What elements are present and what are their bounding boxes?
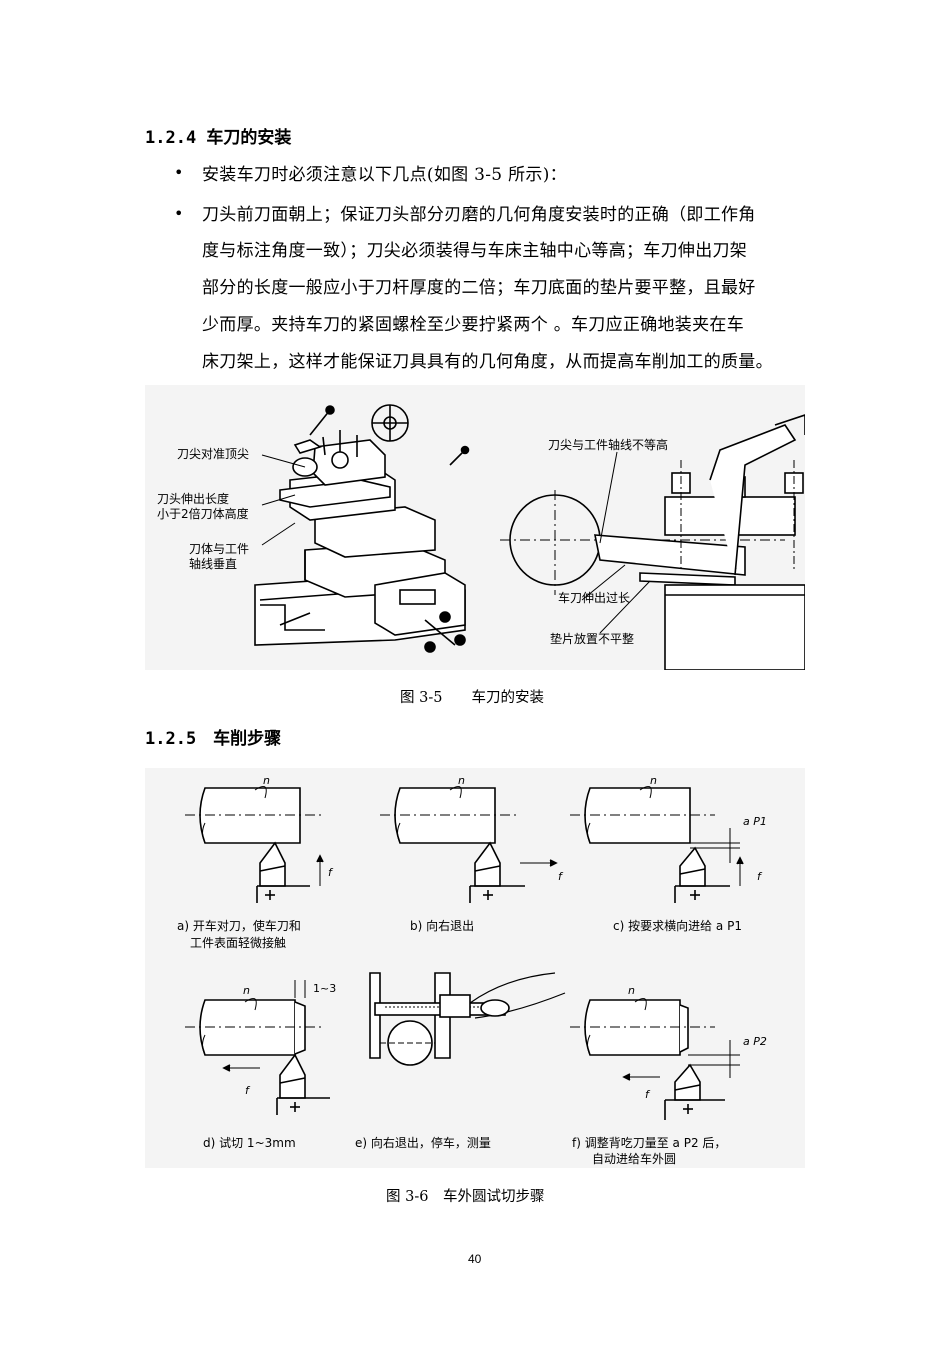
label-shim: 垫片放置不平整 [550, 631, 634, 646]
tool-installation-illustration: 刀尖对准顶尖 刀头伸出长度 小于2倍刀体高度 刀体与工件 轴线垂直 [157, 404, 806, 671]
label-tip-center: 刀尖对准顶尖 [177, 447, 249, 461]
symbol-n: n [243, 984, 250, 997]
label-too-long: 车刀伸出过长 [558, 590, 630, 605]
label-overhang-1: 刀头伸出长度 [157, 491, 229, 506]
bullet-2-line: 刀头前刀面朝上；保证刀头部分刃磨的几何角度安装时的正确（即工作角 [202, 205, 756, 225]
label-perp-1: 刀体与工件 [189, 542, 249, 556]
step-e: e) 向右退出，停车，测量 [355, 1135, 491, 1150]
step-d: d) 试切 1~3mm [203, 1135, 296, 1150]
step-f-line-1: f) 调整背吃刀量至 a P2 后， [572, 1135, 726, 1150]
symbol-f: f [645, 1088, 651, 1101]
symbol-ap2: a P2 [743, 1035, 767, 1048]
symbol-f: f [245, 1084, 251, 1097]
figure-3-5-caption: 图 3-5 车刀的安装 [400, 690, 544, 706]
step-f-line-2: 自动进给车外圆 [592, 1151, 676, 1166]
figure-3-6-caption: 图 3-6 车外圆试切步骤 [386, 1189, 545, 1205]
symbol-f: f [558, 870, 564, 883]
figure-3-6: n f n f [145, 768, 805, 1168]
label-not-level: 刀尖与工件轴线不等高 [548, 437, 668, 452]
step-a-line-1: a) 开车对刀，使车刀和 [177, 918, 301, 933]
bullet-2-line: 部分的长度一般应小于刀杆厚度的二倍；车刀底面的垫片要平整，且最好 [202, 278, 756, 298]
step-c: c) 按要求横向进给 a P1 [613, 918, 742, 933]
step-a-line-2: 工件表面轻微接触 [190, 935, 286, 950]
symbol-n: n [628, 984, 635, 997]
label-overhang-2: 小于2倍刀体高度 [157, 506, 249, 521]
symbol-f: f [328, 866, 334, 879]
symbol-ap1: a P1 [743, 815, 767, 828]
step-b: b) 向右退出 [410, 918, 474, 933]
bullet-2-line: 少而厚。夹持车刀的紧固螺栓至少要拧紧两个 。车刀应正确地装夹在车 [202, 315, 745, 335]
bullet-1-text: 安装车刀时必须注意以下几点(如图 3-5 所示)： [202, 165, 567, 185]
figure-3-5: 刀尖对准顶尖 刀头伸出长度 小于2倍刀体高度 刀体与工件 轴线垂直 [145, 385, 806, 671]
symbol-n: n [458, 774, 465, 787]
bullet-dot: • [174, 204, 184, 223]
page-number: 40 [468, 1252, 482, 1266]
symbol-f: f [757, 870, 763, 883]
symbol-range: 1~3 [313, 982, 336, 995]
bullet-2-line: 度与标注角度一致）；刀尖必须装得与车床主轴中心等高；车刀伸出刀架 [202, 241, 748, 261]
symbol-n: n [263, 774, 270, 787]
bullet-dot: • [174, 163, 184, 182]
section-heading-1-2-4: 1.2.4 车刀的安装 [145, 128, 292, 148]
label-perp-2: 轴线垂直 [189, 556, 237, 571]
bullet-2-line: 床刀架上，这样才能保证刀具具有的几何角度，从而提高车削加工的质量。 [202, 352, 773, 372]
turning-steps-illustration: n f n f [177, 774, 767, 1166]
section-heading-1-2-5: 1.2.5 车削步骤 [145, 729, 282, 749]
symbol-n: n [650, 774, 657, 787]
